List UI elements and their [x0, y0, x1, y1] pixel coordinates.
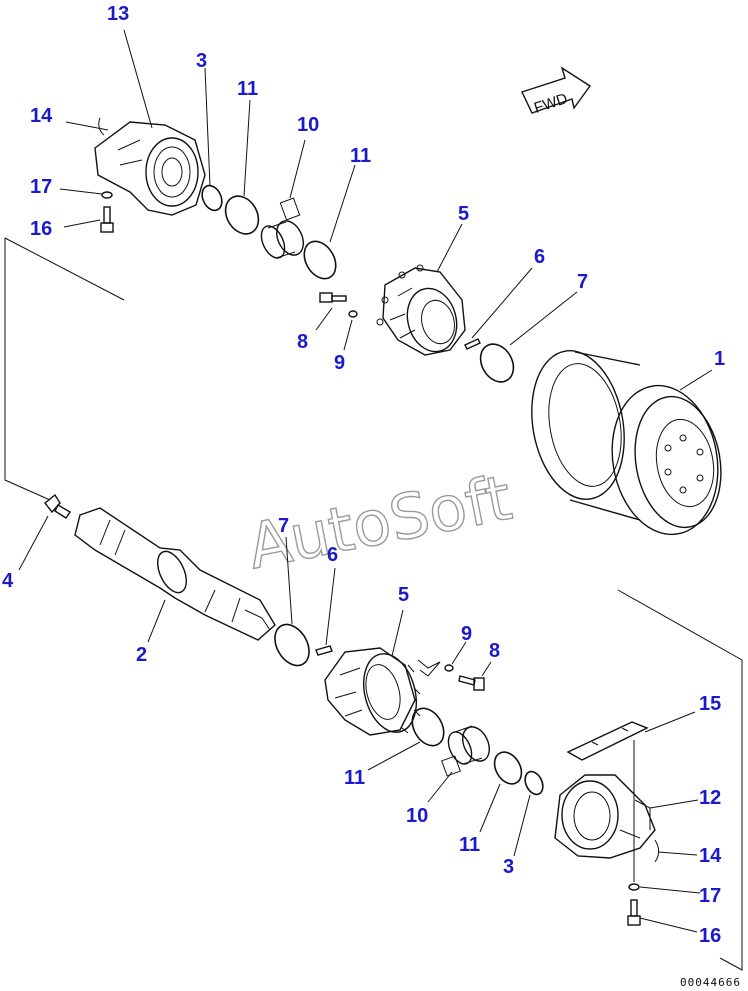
callout-17-bot: 17: [699, 885, 721, 907]
oring-11-top-a: [224, 195, 260, 235]
callout-11-bot-b: 11: [459, 834, 480, 856]
callout-8-bot: 8: [489, 640, 500, 662]
callout-3-bot: 3: [503, 856, 514, 878]
callout-1: 1: [714, 348, 725, 370]
pin-6-top-part: [464, 338, 481, 350]
bolt-8-top-part: [319, 292, 347, 303]
oring-11-top-b: [303, 240, 337, 280]
callout-11-top-b: 11: [350, 145, 371, 167]
callout-4: 4: [2, 570, 14, 592]
callout-labels: 13 14 3 11 10 11 17 16 5 6 7 1 8 9 4 2 7…: [2, 3, 725, 947]
roller-1-part: [531, 350, 722, 536]
collar-upper-part: [94, 117, 206, 216]
ring-3-bot: [524, 770, 544, 796]
washer-top-part: [101, 191, 113, 199]
callout-9-bot: 9: [461, 623, 472, 645]
ring-3-top: [201, 184, 223, 212]
callout-5-mid: 5: [398, 584, 409, 606]
frame-reference-lines: [4, 237, 743, 971]
oring-7-top: [479, 343, 515, 383]
callout-10-top: 10: [297, 114, 319, 136]
oring-7-mid: [274, 623, 310, 667]
callout-5-top: 5: [458, 203, 469, 225]
pin-6-mid-part: [315, 645, 333, 656]
oring-11-bot-b: [493, 751, 523, 785]
floating-seal-bot-part: [441, 725, 490, 777]
plate-15-holes: [591, 727, 629, 746]
callout-8-top: 8: [297, 331, 308, 353]
floating-seal-top-part: [260, 197, 304, 259]
hub-5-top-part: [376, 264, 466, 356]
plug-4-part: [44, 493, 71, 519]
bolt-8-bot-part: [458, 675, 485, 691]
callout-14-top: 14: [30, 105, 53, 127]
callout-11-bot-a: 11: [344, 767, 365, 789]
bolt-top-part: [100, 206, 114, 233]
washer-9-bot-part: [444, 664, 454, 672]
callout-2: 2: [136, 644, 147, 666]
callout-15: 15: [699, 693, 721, 715]
shaft-2-part: [74, 507, 276, 641]
drawing-code: 00044666: [680, 976, 741, 989]
washer-9-top-part: [348, 310, 358, 318]
callout-7-mid: 7: [278, 515, 289, 537]
bolt-bot-part: [627, 899, 641, 926]
oring-11-bot-a: [411, 707, 445, 747]
callout-9-top: 9: [334, 352, 345, 374]
collar-lower-part: [554, 774, 660, 863]
callout-17-top: 17: [30, 176, 52, 198]
callout-10-bot: 10: [406, 805, 428, 827]
callout-7-top: 7: [577, 271, 588, 293]
callout-13: 13: [107, 3, 129, 25]
callout-11-top-a: 11: [237, 78, 258, 100]
fwd-arrow-icon: FWD: [521, 66, 592, 117]
fwd-label: FWD: [532, 90, 570, 117]
callout-16-top: 16: [30, 218, 52, 240]
callout-16-bot: 16: [699, 925, 721, 947]
hub-5-mid-part: [324, 647, 421, 736]
callout-leader-lines: [18, 29, 713, 933]
callout-14-bot: 14: [699, 845, 722, 867]
washer-bot-part: [628, 883, 640, 891]
callout-6-top: 6: [534, 246, 545, 268]
callout-12: 12: [699, 787, 721, 809]
callout-6-mid: 6: [327, 544, 338, 566]
callout-3-top: 3: [196, 50, 207, 72]
plate-15-part: [566, 721, 649, 761]
